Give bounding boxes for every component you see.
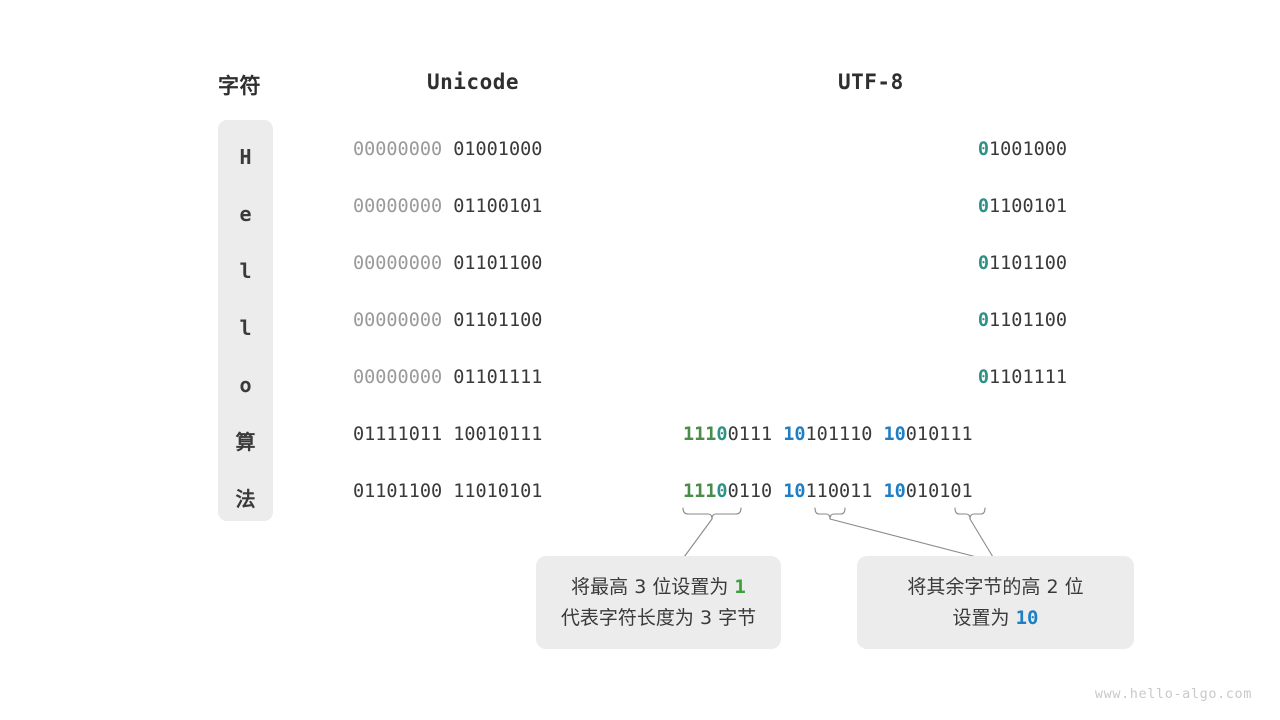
character-cell: 算	[235, 430, 256, 454]
callout-text: 将最高 3 位设置为	[571, 575, 735, 598]
character-cell: l	[239, 316, 252, 340]
utf8-value-row: 01001000	[978, 139, 1067, 160]
utf8-length-marker-bits: 111	[683, 481, 717, 502]
utf8-lead-bit: 0	[977, 253, 990, 274]
unicode-low-byte: 01001000	[453, 139, 543, 160]
brace-continuation-marker-3	[954, 507, 986, 520]
utf8-payload-bits: 0110	[727, 481, 773, 502]
utf8-lead-bit: 0	[977, 139, 990, 160]
unicode-high-byte: 00000000	[353, 310, 443, 331]
unicode-low-byte: 01101100	[453, 253, 543, 274]
utf8-length-terminator-bit: 0	[716, 481, 728, 502]
utf8-lead-bit: 0	[977, 196, 990, 217]
utf8-continuation-marker-bits: 10	[883, 424, 906, 445]
utf8-lead-bit: 0	[977, 367, 990, 388]
callout-line: 设置为 10	[953, 603, 1039, 634]
unicode-value-row: 01111011 10010111	[353, 424, 542, 445]
utf8-payload-bits: 010101	[905, 481, 973, 502]
character-cell: o	[239, 373, 252, 397]
unicode-high-byte: 00000000	[353, 196, 443, 217]
character-column-panel: H e l l o 算 法	[218, 120, 273, 521]
column-header-character: 字符	[218, 74, 261, 98]
unicode-high-byte: 00000000	[353, 253, 443, 274]
character-cell: 法	[235, 487, 256, 511]
utf8-value-row: 01101111	[978, 367, 1067, 388]
utf8-payload-bits: 101110	[805, 424, 873, 445]
unicode-low-byte: 10010111	[453, 424, 543, 445]
callout-text: 设置为	[952, 606, 1016, 629]
character-cell: H	[239, 145, 252, 169]
utf8-length-terminator-bit: 0	[716, 424, 728, 445]
utf8-value-row: 01101100	[978, 310, 1067, 331]
callout-line: 将最高 3 位设置为 1	[571, 572, 746, 603]
utf8-payload-bits: 1101100	[989, 253, 1067, 274]
utf8-payload-bits: 1100101	[989, 196, 1067, 217]
callout-line: 代表字符长度为 3 字节	[560, 606, 757, 629]
utf8-value-row: 01101100	[978, 253, 1067, 274]
unicode-value-row: 00000000 01001000	[353, 139, 542, 160]
utf8-payload-bits: 0111	[727, 424, 773, 445]
unicode-high-byte: 00000000	[353, 367, 443, 388]
callout-line: 将其余字节的高 2 位	[907, 575, 1084, 598]
utf8-payload-bits: 1101100	[989, 310, 1067, 331]
unicode-low-byte: 01101100	[453, 310, 543, 331]
unicode-value-row: 00000000 01101100	[353, 253, 542, 274]
utf8-value-row: 11100111 10101110 10010111	[683, 424, 973, 445]
character-cell: l	[239, 259, 252, 283]
column-header-unicode: Unicode	[427, 70, 520, 94]
unicode-low-byte: 01101111	[453, 367, 543, 388]
unicode-high-byte: 01101100	[353, 481, 443, 502]
utf8-payload-bits: 1101111	[989, 367, 1067, 388]
callout-length-marker: 将最高 3 位设置为 1 代表字符长度为 3 字节	[536, 556, 781, 649]
utf8-payload-bits: 1001000	[989, 139, 1067, 160]
utf8-continuation-marker-bits: 10	[783, 424, 806, 445]
unicode-high-byte: 01111011	[353, 424, 443, 445]
unicode-value-row: 00000000 01100101	[353, 196, 542, 217]
utf8-value-row: 01100101	[978, 196, 1067, 217]
utf8-lead-bit: 0	[977, 310, 990, 331]
brace-length-marker	[682, 507, 742, 520]
unicode-value-row: 00000000 01101111	[353, 367, 542, 388]
character-cell: e	[239, 202, 252, 226]
unicode-high-byte: 00000000	[353, 139, 443, 160]
unicode-low-byte: 11010101	[453, 481, 543, 502]
unicode-low-byte: 01100101	[453, 196, 543, 217]
utf8-payload-bits: 110011	[805, 481, 873, 502]
utf8-payload-bits: 010111	[905, 424, 973, 445]
callout-continuation-marker: 将其余字节的高 2 位 设置为 10	[857, 556, 1134, 649]
unicode-value-row: 01101100 11010101	[353, 481, 542, 502]
column-header-utf8: UTF-8	[838, 70, 904, 94]
utf8-value-row: 11100110 10110011 10010101	[683, 481, 973, 502]
unicode-value-row: 00000000 01101100	[353, 310, 542, 331]
callout-highlight-value: 10	[1015, 606, 1039, 629]
utf8-length-marker-bits: 111	[683, 424, 717, 445]
callout-highlight-value: 1	[734, 575, 746, 598]
site-watermark: www.hello-algo.com	[1094, 686, 1252, 702]
brace-continuation-marker-2	[814, 507, 846, 520]
utf8-continuation-marker-bits: 10	[883, 481, 906, 502]
utf8-continuation-marker-bits: 10	[783, 481, 806, 502]
